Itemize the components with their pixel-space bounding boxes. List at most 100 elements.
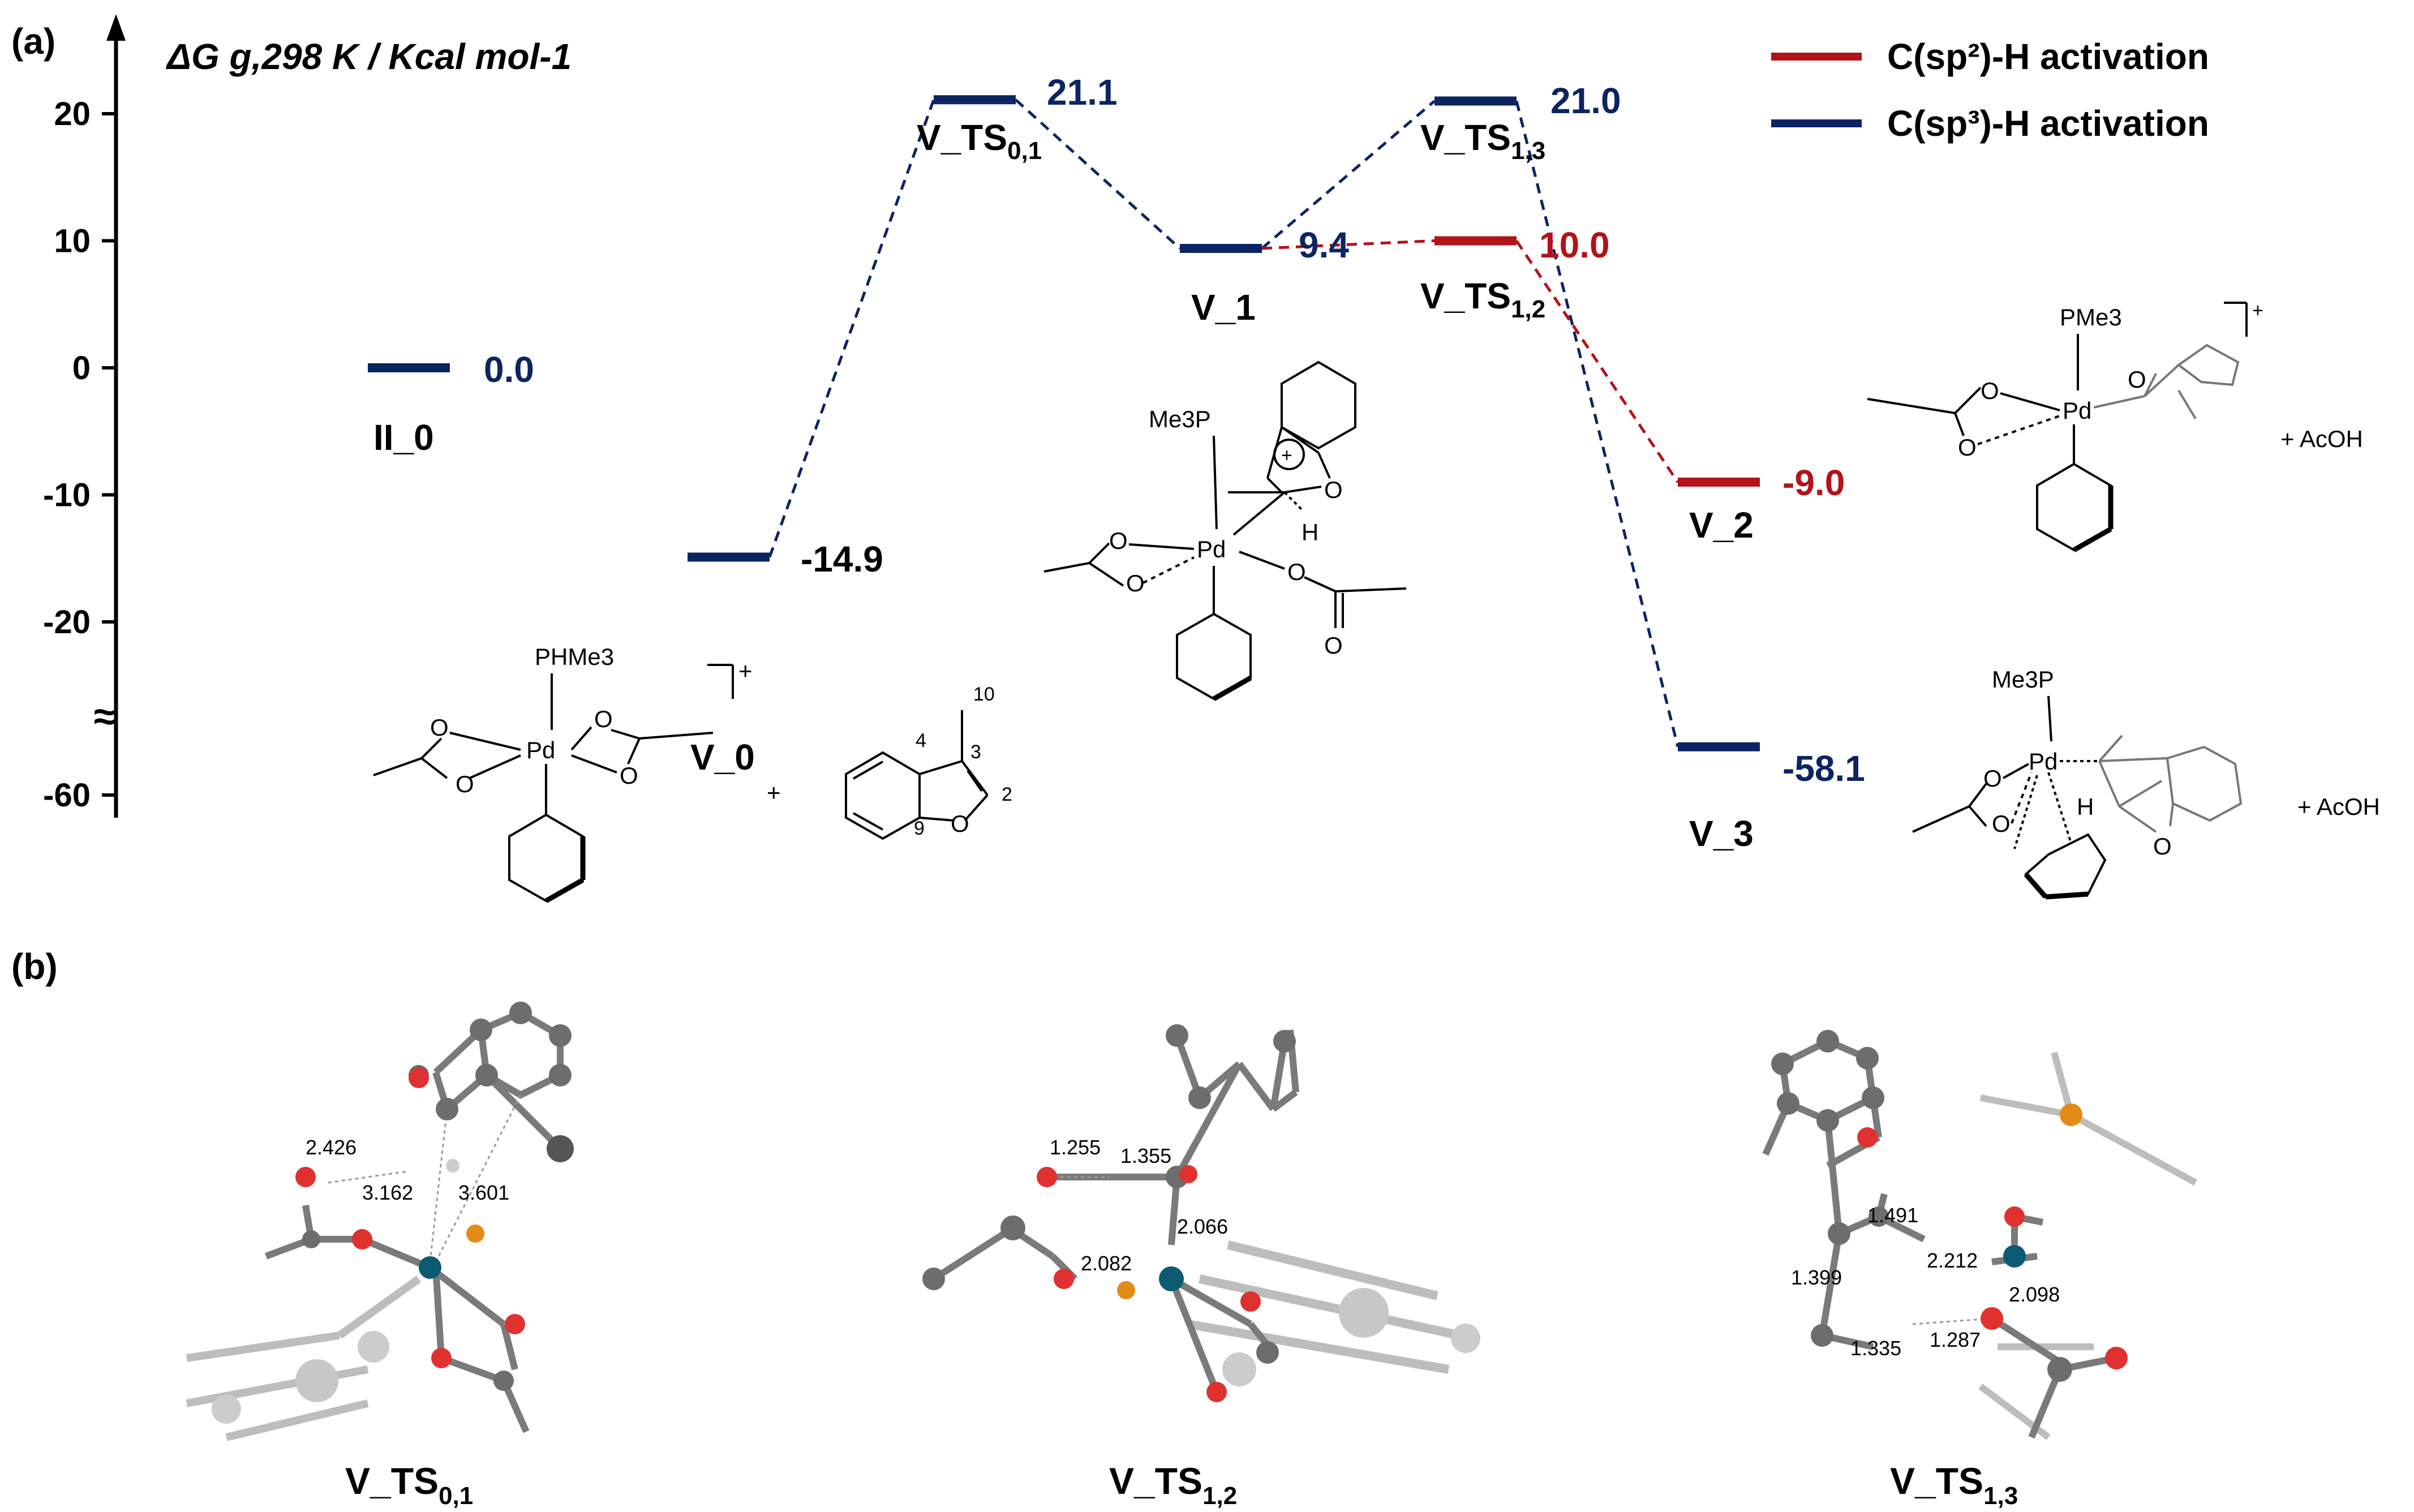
bf-locant-10: 10 — [973, 684, 995, 705]
phosphorus-atom — [1117, 1281, 1135, 1299]
v3-ligand: Me3P — [1992, 666, 2054, 693]
v1-o1: O — [1109, 527, 1128, 554]
v3-pd: Pd — [2029, 748, 2058, 775]
level-name-V_2: V_2 — [1689, 505, 1754, 545]
y-tick-label: -10 — [43, 477, 91, 514]
axis-break: ≈ — [94, 694, 115, 738]
v1-pd: Pd — [1197, 536, 1226, 562]
level-name-V_TS01: V_TS0,1 — [917, 117, 1042, 165]
level-value-V_0: -14.9 — [801, 539, 883, 579]
atom — [1256, 1341, 1279, 1364]
distance-label: 2.066 — [1177, 1215, 1228, 1238]
atom — [549, 1024, 572, 1047]
level-value-V_2: -9.0 — [1782, 462, 1845, 503]
distance-label: 1.355 — [1120, 1144, 1171, 1167]
geometry-v-ts12: 1.255 1.355 2.066 2.082 V_TS1,2 — [922, 1024, 1480, 1510]
phosphorus-atom — [2060, 1103, 2082, 1126]
distance-label: 1.399 — [1791, 1266, 1842, 1289]
oxygen-atom — [1240, 1291, 1261, 1312]
geometry-caption: V_TS1,3 — [1890, 1460, 2018, 1510]
v0-o3: O — [594, 706, 613, 732]
atom — [1451, 1324, 1480, 1353]
y-axis-title: ΔG g,298 K / Kcal mol-1 — [166, 36, 572, 77]
geometry-v-ts01: 2.426 3.162 3.601 V_TS0,1 — [186, 1002, 574, 1510]
atom — [1771, 1053, 1794, 1075]
atom — [547, 1135, 574, 1162]
atom — [212, 1394, 241, 1424]
atom — [922, 1268, 945, 1290]
v2-o1: O — [1981, 377, 1999, 404]
v1-o-ring: O — [1324, 476, 1343, 503]
distance-label: 2.212 — [1927, 1249, 1978, 1272]
atom — [446, 1159, 459, 1172]
level-value-V_TS01: 21.1 — [1047, 72, 1118, 113]
distance-label: 3.162 — [362, 1181, 413, 1204]
oxygen-atom — [295, 1167, 316, 1187]
atom — [509, 1002, 532, 1024]
geometry-caption: V_TS1,2 — [1109, 1460, 1237, 1510]
atom — [1816, 1109, 1839, 1132]
distance-label: 1.255 — [1050, 1136, 1101, 1159]
y-tick-label: 10 — [54, 223, 91, 260]
atom — [1339, 1288, 1389, 1338]
oxygen-atom — [505, 1314, 525, 1334]
atom — [1828, 1222, 1850, 1245]
oxygen-atom — [1037, 1167, 1057, 1187]
panel-label-a: (a) — [11, 21, 55, 62]
structure-v3: Me3P Pd O O O H — [1912, 666, 2243, 900]
legend-label-sp3: C(sp³)-H activation — [1887, 103, 2209, 144]
oxygen-atom — [1857, 1127, 1878, 1148]
atom — [1856, 1047, 1879, 1069]
connection-V_TS12-V_2 — [1515, 240, 1680, 483]
connection-V_TS13-V_3 — [1515, 100, 1680, 748]
atom — [1777, 1092, 1799, 1115]
panel-label-b: (b) — [11, 946, 58, 987]
atom — [1222, 1352, 1256, 1386]
levels: 0.0II_0-14.9V_021.1V_TS0,19.4V_110.0V_TS… — [368, 72, 1865, 854]
geometry-caption: V_TS0,1 — [345, 1460, 473, 1510]
v2-o-ring: O — [2128, 366, 2146, 393]
y-axis-arrow-icon — [106, 14, 126, 41]
bf-o: O — [951, 810, 969, 837]
v2-o2: O — [1958, 434, 1977, 461]
oxygen-atom — [431, 1348, 452, 1368]
oxygen-atom — [1981, 1307, 2003, 1330]
connection-V_0-V_TS01 — [768, 99, 935, 558]
bf-locant-2: 2 — [1002, 784, 1012, 805]
v1-ligand: Me3P — [1149, 406, 1211, 432]
distance-label: 2.098 — [2009, 1283, 2060, 1306]
oxygen-atom — [2105, 1347, 2128, 1369]
v2-charge: + — [2252, 300, 2263, 321]
atom — [1816, 1030, 1839, 1053]
distance-label: 1.491 — [1867, 1204, 1918, 1227]
connection-V_TS01-V_1 — [1015, 98, 1181, 250]
bf-locant-4: 4 — [916, 730, 926, 751]
v1-plus-charge: + — [1281, 445, 1292, 466]
distance-label: 2.426 — [306, 1136, 356, 1159]
v1-o3: O — [1287, 559, 1306, 585]
level-value-V_3: -58.1 — [1782, 748, 1865, 789]
v3-h: H — [2077, 793, 2094, 820]
atom — [1000, 1215, 1025, 1240]
level-value-V_1: 9.4 — [1299, 225, 1349, 265]
level-name-V_1: V_1 — [1191, 287, 1256, 328]
v0-o2: O — [456, 771, 474, 797]
atom — [1166, 1024, 1188, 1047]
atom — [1273, 1030, 1296, 1053]
atom — [2047, 1357, 2072, 1382]
atom — [358, 1331, 389, 1363]
connections — [768, 98, 1680, 748]
atom — [295, 1359, 338, 1402]
oxygen-atom — [1179, 1165, 1197, 1183]
level-value-V_TS12: 10.0 — [1539, 225, 1610, 265]
v3-o1: O — [1983, 765, 2002, 792]
oxygen-atom — [1054, 1269, 1074, 1289]
level-value-V_TS13: 21.0 — [1550, 80, 1621, 121]
v0-o4: O — [620, 762, 638, 789]
atom — [475, 1064, 498, 1086]
v2-extra: + AcOH — [2280, 426, 2363, 452]
distance-label: 3.601 — [458, 1181, 509, 1204]
v0-ligand: PHMe3 — [535, 643, 614, 670]
